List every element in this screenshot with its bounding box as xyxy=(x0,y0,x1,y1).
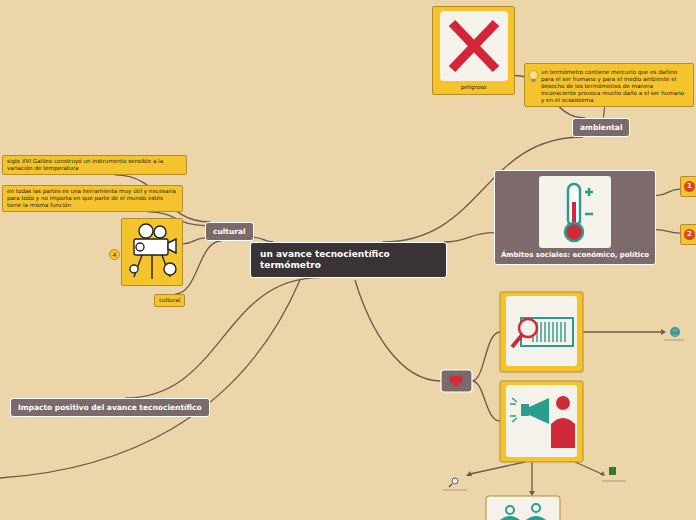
node-text: Impacto positivo del avance tecnocientíf… xyxy=(18,403,202,412)
connector xyxy=(656,189,680,195)
connector xyxy=(183,238,205,244)
node-text: 4 xyxy=(109,249,120,260)
image-box: 4 xyxy=(121,218,183,286)
node-text: Ámbitos sociales: económico, político xyxy=(501,251,649,259)
node-text: cultural xyxy=(159,297,180,304)
note-box: en todas las partes es una herramienta m… xyxy=(2,185,183,212)
connector xyxy=(603,107,605,118)
branch-box: ambiental xyxy=(572,118,630,137)
central-topic: un avance tecnocientífico termómetro xyxy=(250,242,447,278)
note-box: cultural xyxy=(154,294,185,307)
number-box: 2 xyxy=(680,224,696,245)
branch-box: cultural xyxy=(205,222,254,241)
connector xyxy=(125,278,320,398)
node-text: 1 xyxy=(684,181,695,192)
node-text: en todas las partes es una herramienta m… xyxy=(7,188,178,209)
image-box: Ámbitos sociales: económico, político xyxy=(494,170,656,265)
node-text: siglo XVI Galileo construyó un instrumen… xyxy=(7,158,182,172)
node-text: ambiental xyxy=(580,123,622,132)
connector xyxy=(444,233,494,242)
node-text: un termómetro contiene mercurio que es d… xyxy=(541,69,689,104)
node-text: un avance tecnocientífico termómetro xyxy=(260,249,437,271)
note-box: siglo XVI Galileo construyó un instrumen… xyxy=(2,155,187,175)
node-text: cultural xyxy=(213,227,246,236)
image-box: peligroso xyxy=(432,6,515,95)
note-box: un termómetro contiene mercurio que es d… xyxy=(524,63,694,107)
number-box: 1 xyxy=(680,176,696,197)
branch-box: Impacto positivo del avance tecnocientíf… xyxy=(10,398,210,417)
connector xyxy=(656,230,680,234)
node-text: peligroso xyxy=(461,84,487,90)
node-text: 2 xyxy=(684,229,695,240)
